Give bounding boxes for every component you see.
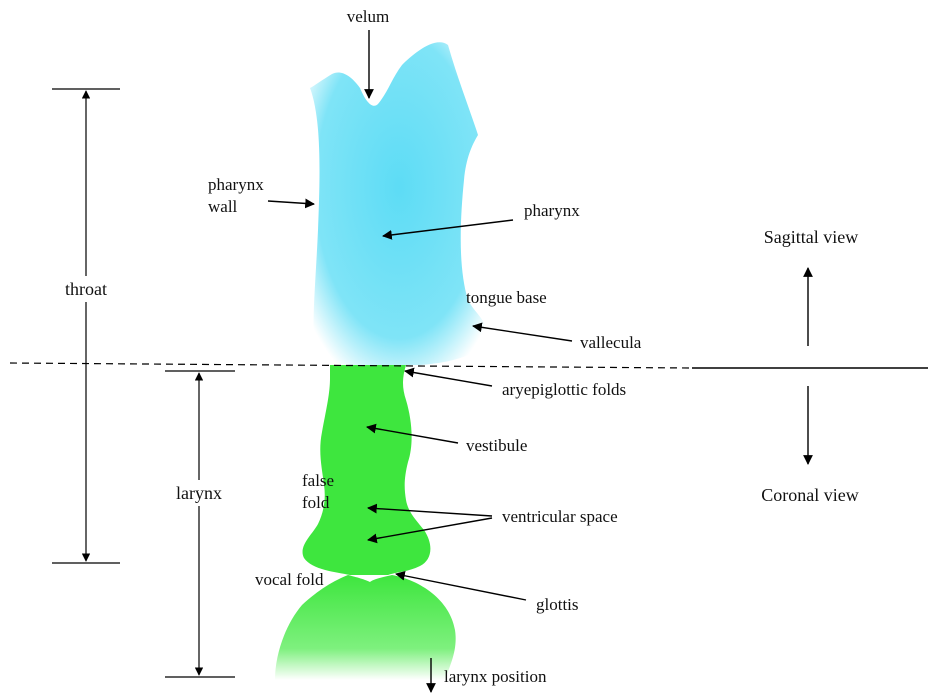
label-larynx: larynx [176,483,222,503]
label-vestibule: vestibule [466,436,527,455]
label-glottis: glottis [536,595,579,614]
subglottal-shape [275,575,456,680]
arrow-pharynx-wall [268,201,314,204]
label-larynx-position: larynx position [444,667,547,686]
label-vocal-fold: vocal fold [255,570,324,589]
pharynx-shape [310,42,488,365]
label-pharynx: pharynx [524,201,580,220]
label-tongue-base: tongue base [466,288,547,307]
label-ventricular-space: ventricular space [502,507,618,526]
label-pharynx-wall: pharynx wall [208,175,268,216]
larynx-shape [303,365,431,575]
label-coronal-view: Coronal view [761,485,858,505]
label-sagittal-view: Sagittal view [764,227,858,247]
arrow-aryepiglottic-folds [405,371,492,386]
label-throat: throat [65,279,107,299]
label-aryepiglottic-folds: aryepiglottic folds [502,380,626,399]
label-velum: velum [347,7,390,26]
label-vallecula: vallecula [580,333,642,352]
